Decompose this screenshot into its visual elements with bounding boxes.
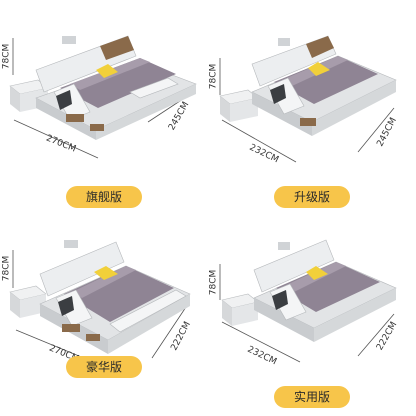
variant-card-deluxe: 78CM 270CM 222CM 豪华版: [0, 208, 208, 416]
height-dimension: 78CM: [1, 255, 12, 282]
height-dimension: 78CM: [208, 63, 219, 90]
variant-card-upgrade: 78CM 232CM 245CM 升级版: [208, 0, 416, 208]
variant-button-upgrade[interactable]: 升级版: [274, 186, 350, 208]
height-dimension: 78CM: [208, 269, 219, 296]
bed-illustration: [9, 35, 197, 159]
height-dimension: 78CM: [1, 43, 12, 70]
bed-illustration: [219, 35, 397, 163]
bed-illustration: [219, 239, 397, 363]
variant-button-deluxe[interactable]: 豪华版: [66, 356, 142, 378]
bed-illustration: [9, 240, 191, 369]
variant-button-practical[interactable]: 实用版: [274, 386, 350, 408]
variant-card-flagship: 78CM 270CM 245CM 旗舰版: [0, 0, 208, 208]
variant-button-flagship[interactable]: 旗舰版: [66, 186, 142, 208]
variant-card-practical: 78CM 232CM 222CM 实用版: [208, 208, 416, 416]
